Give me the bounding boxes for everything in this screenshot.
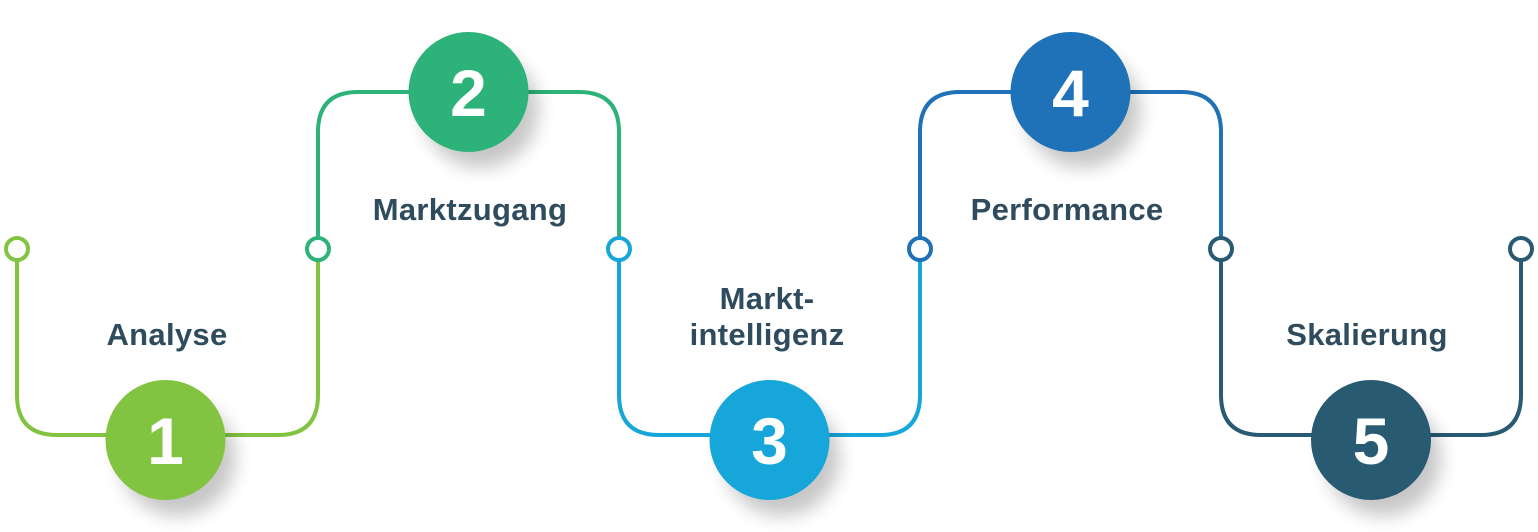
step-5-circle	[1311, 380, 1431, 500]
step-3-circle	[709, 380, 830, 500]
step-4-label: Performance	[970, 192, 1164, 227]
step-1-circle	[105, 380, 226, 500]
connector-node-icon	[4, 236, 30, 262]
step-3-number: 3	[751, 404, 788, 478]
step-1-label: Analyse	[106, 317, 228, 352]
step-4-number: 4	[1052, 56, 1089, 130]
step-5-number: 5	[1353, 404, 1390, 478]
step-3-label-line1: Markt-	[719, 281, 815, 316]
step-1-number: 1	[147, 404, 184, 478]
step-2-number: 2	[450, 56, 487, 130]
step-3-label-line2: intelligenz	[689, 317, 845, 352]
step-5-label: Skalierung	[1286, 317, 1448, 352]
step-3-label: Markt- intelligenz	[690, 281, 845, 353]
connector-node-icon	[606, 236, 632, 262]
connector-node-icon	[907, 236, 933, 262]
step-2-label: Marktzugang	[372, 192, 568, 227]
connector-node-icon	[1508, 236, 1534, 262]
connector-node-icon	[305, 236, 331, 262]
step-2-circle	[408, 32, 529, 152]
connector-node-icon	[1208, 236, 1234, 262]
step-4-circle	[1010, 32, 1131, 152]
